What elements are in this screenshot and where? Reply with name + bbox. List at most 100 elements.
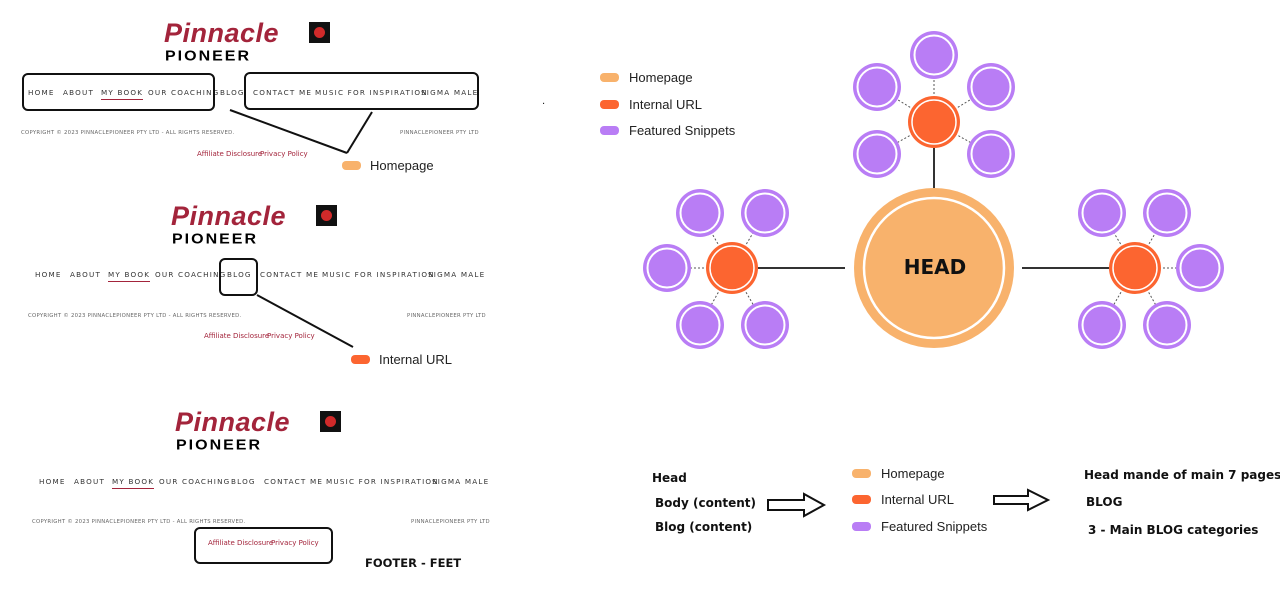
internal-url-swatch: [351, 355, 370, 364]
internal-url-ring: [709, 245, 755, 291]
flow-left-head: Head: [652, 471, 687, 485]
nav-home[interactable]: HOME: [28, 88, 55, 97]
legend-swatch-internal-url: [600, 100, 619, 109]
nav-home[interactable]: HOME: [35, 270, 62, 279]
nav-contact-me[interactable]: CONTACT ME: [260, 270, 320, 279]
featured-snippet-ring: [1081, 192, 1123, 234]
privacy-policy-link[interactable]: Privacy Policy: [271, 539, 319, 547]
featured-snippet-node: [853, 130, 901, 178]
featured-snippet-node: [676, 301, 724, 349]
nav-my-book[interactable]: MY BOOK: [112, 478, 155, 490]
featured-snippet-ring: [744, 304, 786, 346]
nav-our-coaching[interactable]: OUR COACHING: [159, 477, 231, 486]
flow-label-homepage: Homepage: [881, 466, 945, 481]
snippet-connector: [731, 267, 766, 326]
featured-snippet-ring: [646, 247, 688, 289]
nav-our-coaching[interactable]: OUR COACHING: [155, 270, 227, 279]
featured-snippet-ring: [913, 34, 955, 76]
copyright-text: COPYRIGHT © 2023 PINNACLEPIONEER PTY LTD…: [21, 130, 235, 136]
logo-subtitle: PIONEER: [176, 437, 263, 454]
privacy-policy-link[interactable]: Privacy Policy: [260, 150, 308, 158]
highlight-box-blog: [219, 258, 258, 296]
nav-about[interactable]: ABOUT: [63, 88, 95, 97]
nav-music-for-inspiration[interactable]: MUSIC FOR INSPIRATION: [322, 270, 435, 279]
nav-sigma-male[interactable]: SIGMA MALE: [428, 270, 486, 279]
featured-snippet-node: [1143, 189, 1191, 237]
legend-label-featured-snippets: Featured Snippets: [629, 123, 736, 138]
affiliate-disclosure-link[interactable]: Affiliate Disclosure: [204, 332, 270, 340]
nav-sigma-male[interactable]: SIGMA MALE: [432, 477, 490, 486]
nav-home[interactable]: HOME: [39, 477, 66, 486]
featured-snippet-node: [1078, 189, 1126, 237]
nav-contact-me[interactable]: CONTACT ME: [253, 88, 313, 97]
featured-snippet-ring: [1146, 304, 1188, 346]
highlight-box-footer: [194, 527, 333, 564]
featured-snippet-ring: [970, 133, 1012, 175]
flow-swatch-homepage: [852, 469, 871, 478]
privacy-policy-link[interactable]: Privacy Policy: [267, 332, 315, 340]
affiliate-disclosure-link[interactable]: Affiliate Disclosure: [208, 539, 274, 547]
company-text: PINNACLEPIONEER PTY LTD: [411, 519, 490, 525]
snippet-connector: [876, 86, 935, 123]
logo-wordmark: Pinnacle: [175, 407, 291, 437]
featured-snippet-node: [967, 63, 1015, 111]
nav-my-book[interactable]: MY BOOK: [101, 89, 144, 101]
nav-contact-me[interactable]: CONTACT ME: [264, 477, 324, 486]
homepage-annotation: Homepage: [370, 158, 434, 173]
nav-my-book[interactable]: MY BOOK: [108, 271, 151, 283]
flow-left-body: Body (content): [655, 496, 757, 510]
flow-right-categories: 3 - Main BLOG categories: [1088, 523, 1259, 537]
featured-snippet-node: [910, 31, 958, 79]
pointer-line-right: [346, 111, 373, 154]
head-center-label: HEAD: [904, 255, 966, 279]
arrow-right-icon: [993, 488, 1051, 512]
stray-dot: .: [542, 96, 546, 107]
logo-subtitle: PIONEER: [165, 48, 252, 65]
logo-badge-icon: [316, 205, 337, 226]
pointer-line-left: [229, 109, 348, 154]
footer-feet-label: FOOTER - FEET: [365, 556, 462, 570]
affiliate-disclosure-link[interactable]: Affiliate Disclosure: [197, 150, 263, 158]
featured-snippet-ring: [1146, 192, 1188, 234]
nav-blog[interactable]: BLOG: [227, 270, 252, 279]
featured-snippet-ring: [856, 133, 898, 175]
featured-snippet-node: [1176, 244, 1224, 292]
homepage-swatch: [342, 161, 361, 170]
logo-wordmark: Pinnacle: [171, 201, 287, 231]
nav-music-for-inspiration[interactable]: MUSIC FOR INSPIRATION: [326, 477, 439, 486]
nav-our-coaching[interactable]: OUR COACHING: [148, 88, 220, 97]
legend-swatch-homepage: [600, 73, 619, 82]
head-homepage-ring: [862, 196, 1006, 340]
copyright-text: COPYRIGHT © 2023 PINNACLEPIONEER PTY LTD…: [32, 519, 246, 525]
logo-subtitle: PIONEER: [172, 231, 259, 248]
copyright-text: COPYRIGHT © 2023 PINNACLEPIONEER PTY LTD…: [28, 313, 242, 319]
legend-label-internal-url: Internal URL: [629, 97, 702, 112]
featured-snippet-ring: [1081, 304, 1123, 346]
featured-snippet-ring: [744, 192, 786, 234]
snippet-connector: [1134, 267, 1168, 326]
snippet-connector: [933, 86, 992, 123]
featured-snippet-node: [1078, 301, 1126, 349]
company-text: PINNACLEPIONEER PTY LTD: [400, 130, 479, 136]
featured-snippet-node: [741, 301, 789, 349]
nav-blog[interactable]: BLOG: [220, 88, 245, 97]
head-homepage-node: [854, 188, 1014, 348]
internal-url-annotation: Internal URL: [379, 352, 452, 367]
arrow-right-icon: [767, 492, 827, 518]
nav-about[interactable]: ABOUT: [70, 270, 102, 279]
nav-music-for-inspiration[interactable]: MUSIC FOR INSPIRATION: [315, 88, 428, 97]
nav-sigma-male[interactable]: SIGMA MALE: [421, 88, 479, 97]
featured-snippet-node: [643, 244, 691, 292]
highlight-box-nav-right: [244, 72, 479, 110]
nav-about[interactable]: ABOUT: [74, 477, 106, 486]
annotation-pointer-lines: [229, 109, 373, 348]
featured-snippet-ring: [970, 66, 1012, 108]
featured-snippet-node: [1143, 301, 1191, 349]
logo-wordmark: Pinnacle: [164, 18, 280, 48]
nav-blog[interactable]: BLOG: [231, 477, 256, 486]
flow-label-internal-url: Internal URL: [881, 492, 954, 507]
highlight-box-nav-left: [22, 73, 215, 111]
internal-url-node: [908, 96, 960, 148]
snippet-connector: [876, 121, 935, 155]
